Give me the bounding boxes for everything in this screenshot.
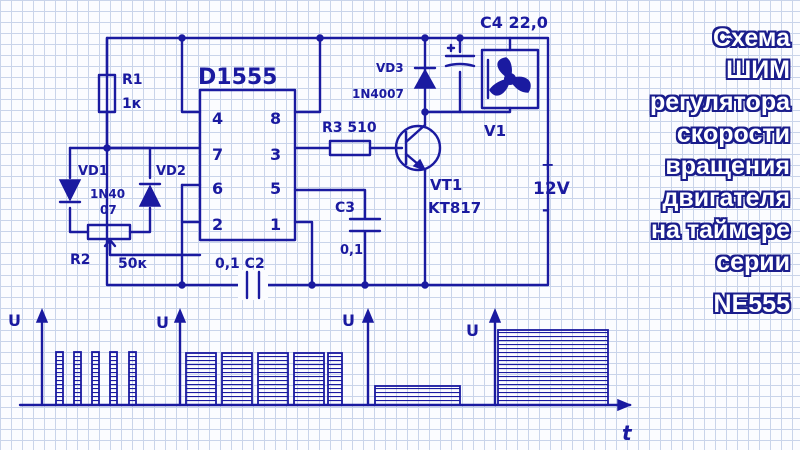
wire-pin1 — [293, 220, 314, 287]
capacitor-c3 — [348, 217, 382, 233]
capacitor-c4 — [444, 43, 476, 68]
diode-vd3 — [413, 66, 437, 89]
diode-type-a: 1N40 — [90, 187, 125, 201]
pulses-wide — [185, 352, 343, 406]
vt1-name: VT1 — [430, 176, 462, 194]
pulses-high — [497, 329, 609, 406]
title-line-3: регулятора — [650, 88, 790, 116]
title-model: NE555 — [713, 290, 790, 318]
diode-vd1 — [58, 179, 82, 204]
diode-vd2 — [138, 182, 162, 207]
title-line-6: двигателя — [662, 184, 790, 212]
title-line-4: скорости — [676, 120, 790, 148]
wire-pot-wiper — [108, 241, 202, 257]
wire-pin8 — [293, 36, 322, 114]
wires — [68, 36, 550, 287]
resistor-r1 — [97, 73, 117, 114]
vd3-type: 1N4007 — [352, 87, 404, 101]
potentiometer-r2 — [86, 223, 132, 241]
wire-pin2 — [180, 183, 202, 224]
fan-v1 — [480, 48, 540, 110]
wire-pin4 — [180, 36, 202, 114]
transistor-vt1 — [394, 123, 442, 172]
graph1-u-label: U — [8, 311, 21, 330]
title-block: Схема ШИМ регулятора скорости вращения д… — [560, 22, 790, 320]
vd2-label: VD2 — [156, 164, 186, 179]
graph3-u-label: U — [342, 311, 355, 330]
title-line-7: на таймере — [650, 216, 790, 244]
title-line-1: Схема — [713, 24, 790, 52]
c3-value: 0,1 — [340, 243, 363, 258]
r3-label: R3 510 — [322, 120, 377, 136]
wire-fan-bottom — [458, 106, 512, 114]
pin-8-label: 8 — [270, 109, 281, 128]
ic-d1555-body — [198, 88, 297, 242]
graph4-u-label: U — [466, 321, 479, 340]
pulses-low — [374, 385, 461, 406]
v1-label: V1 — [484, 122, 506, 140]
resistor-r3 — [328, 139, 372, 157]
vd1-label: VD1 — [78, 164, 108, 179]
title-line-8: серии — [716, 248, 790, 276]
c3-name: C3 — [335, 200, 355, 216]
wire-vd1-bottom — [68, 206, 90, 234]
time-axis-label: t — [622, 421, 633, 445]
r2-name: R2 — [70, 252, 91, 268]
pin-7-label: 7 — [212, 145, 223, 164]
ic-name: D1555 — [198, 65, 278, 90]
pin-5-label: 5 — [270, 179, 281, 198]
title-line-2: ШИМ — [726, 56, 790, 84]
title-line-5: вращения — [665, 152, 790, 180]
r1-value: 1к — [122, 96, 142, 112]
pulses-narrow — [55, 351, 137, 406]
r2-value: 50к — [118, 256, 147, 272]
graph2-u-label: U — [156, 313, 169, 332]
junction-dots — [103, 34, 464, 289]
power-rail-loop — [105, 36, 550, 287]
pin-6-label: 6 — [212, 179, 223, 198]
pin-3-label: 3 — [270, 145, 281, 164]
capacitor-c2 — [238, 270, 268, 300]
pot-wiper-arrow — [103, 238, 117, 252]
wire-vd2-bottom — [128, 206, 152, 234]
diode-type-b: 07 — [100, 203, 117, 217]
pin-4-label: 4 — [212, 109, 223, 128]
supply-voltage: 12V — [533, 179, 571, 199]
vt1-type: KT817 — [428, 199, 481, 217]
c4-label: C4 22,0 — [480, 13, 548, 32]
c2-label: 0,1 C2 — [215, 256, 265, 272]
supply-plus: + — [541, 155, 554, 174]
vd3-name: VD3 — [376, 61, 404, 75]
r1-name: R1 — [122, 72, 143, 88]
supply-minus: - — [542, 200, 549, 219]
pin-2-label: 2 — [212, 215, 223, 234]
pin-1-label: 1 — [270, 215, 281, 234]
wire-pin5 — [293, 188, 367, 220]
